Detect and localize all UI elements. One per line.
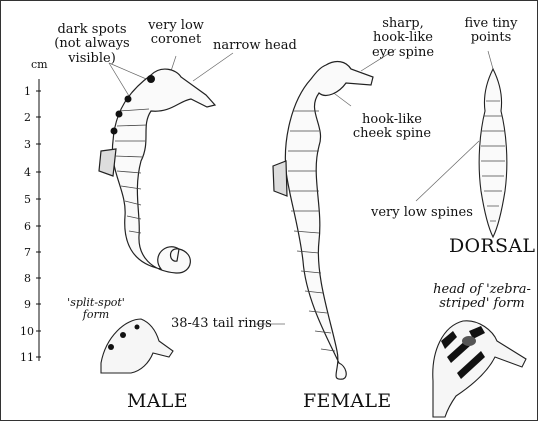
label-very-low-spines: very low spines [371, 206, 473, 220]
scale-tick-8: 8 [24, 272, 31, 285]
label-cheek-spine: hook-like cheek spine [351, 113, 433, 142]
label-sharp-eye-spine: sharp, hook-like eye spine [357, 17, 449, 60]
label-very-low-coronet: very low coronet [141, 19, 211, 48]
label-dark-spots: dark spots (not always visible) [53, 23, 131, 66]
label-dorsal: DORSAL [449, 236, 535, 257]
scale-ruler [36, 79, 41, 361]
zebra-inset [433, 321, 526, 417]
scale-tick-7: 7 [24, 246, 31, 259]
female-seahorse [273, 62, 373, 380]
label-five-tiny-points: five tiny points [459, 17, 523, 46]
label-zebra-head: head of 'zebra- striped' form [429, 283, 535, 312]
label-tail-rings: 38-43 tail rings [171, 317, 272, 331]
scale-tick-10: 10 [20, 325, 34, 338]
label-male: MALE [127, 391, 188, 412]
scale-tick-6: 6 [24, 220, 31, 233]
scale-tick-11: 11 [20, 351, 34, 364]
split-spot-inset [101, 319, 173, 373]
label-split-spot-form: 'split-spot' form [61, 297, 131, 321]
scale-tick-5: 5 [24, 193, 31, 206]
scale-tick-9: 9 [24, 298, 31, 311]
label-narrow-head: narrow head [213, 39, 297, 53]
label-female: FEMALE [303, 391, 392, 412]
scale-tick-2: 2 [24, 111, 31, 124]
scale-tick-1: 1 [24, 85, 31, 98]
scale-tick-4: 4 [24, 166, 31, 179]
scale-unit-label: cm [31, 59, 48, 71]
dorsal-seahorse [479, 69, 507, 237]
male-seahorse [99, 69, 215, 273]
scale-tick-3: 3 [24, 138, 31, 151]
